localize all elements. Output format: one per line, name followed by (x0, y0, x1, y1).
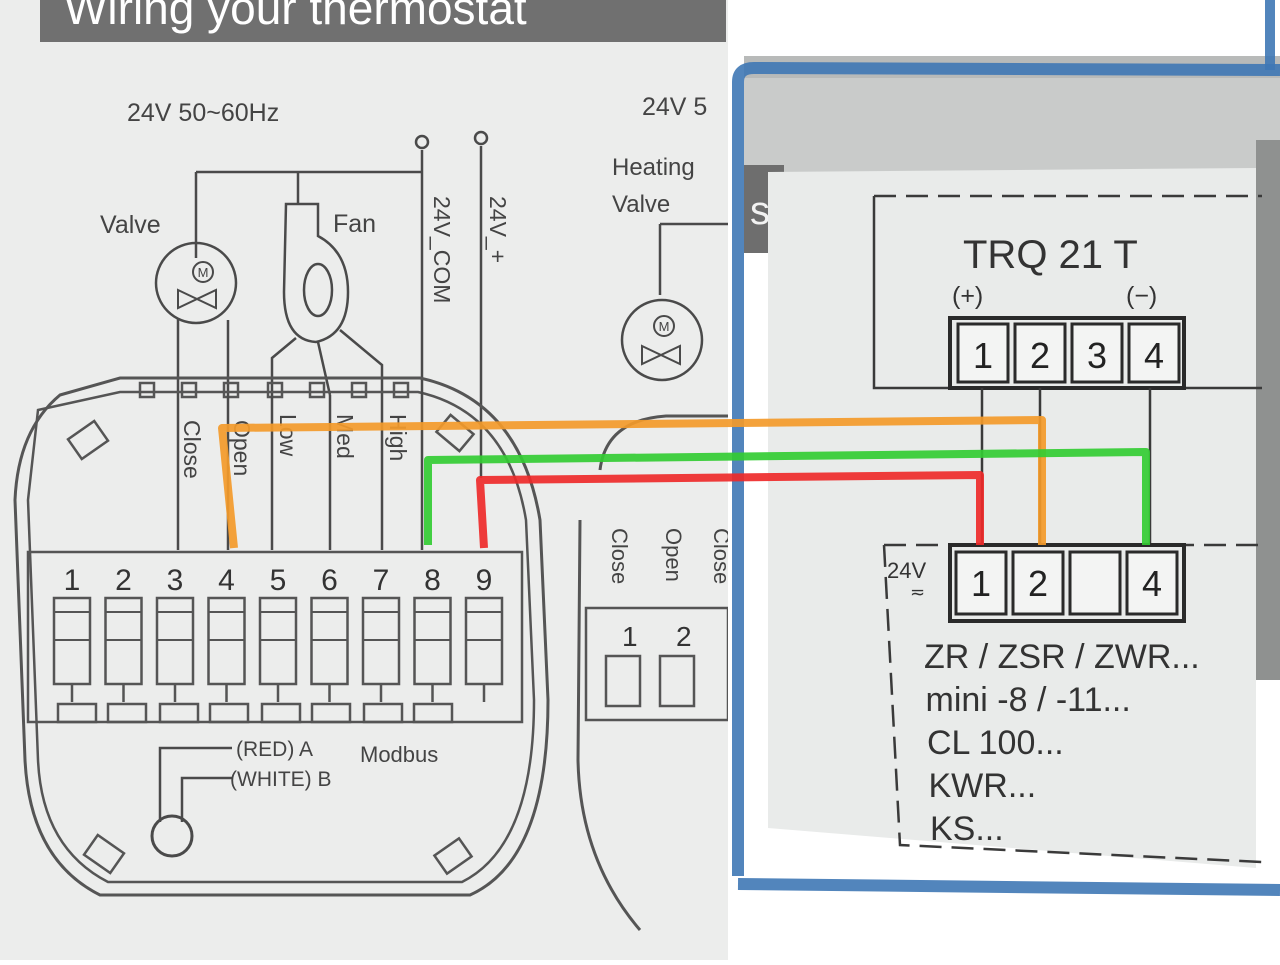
trq-terminal-number-1: 1 (973, 335, 993, 376)
orange-jumper-wire (218, 416, 1046, 549)
trq-terminal-box-3 (1070, 322, 1124, 384)
top-terminal-slots (138, 381, 410, 399)
modbus-connector-icon (150, 814, 194, 858)
heating-valve-label-line2: Valve (612, 191, 670, 218)
trq-terminal-box-1 (956, 322, 1010, 384)
thermostat-housing-outline (13, 376, 550, 897)
terminal-number-6: 6 (321, 564, 338, 597)
device-list-item: KS... (930, 810, 1004, 848)
housing-clip-bottom-left (82, 833, 126, 875)
fan-icon (282, 202, 350, 344)
actuator-terminal-box-2 (1011, 550, 1065, 616)
left-terminal-strip: 1 2 3 4 5 6 7 8 9 (52, 564, 504, 702)
actuator-terminal-box-1 (954, 550, 1008, 616)
heating-valve-label-line1: Heating (612, 154, 695, 181)
terminal-name-close: Close (179, 420, 205, 479)
valve-bowtie-icon (177, 288, 217, 310)
compatible-device-list: ZR / ZSR / ZWR... mini -8 / -11... CL 100.… (924, 638, 1200, 848)
supply-voltage-label: 24V 50~60Hz (127, 99, 279, 127)
terminal-number-4: 4 (218, 564, 235, 597)
com-supply-label: 24V_COM (429, 196, 455, 303)
second-terminal-number-2: 2 (676, 621, 692, 652)
trq-terminal-frame (948, 316, 1186, 390)
com-terminal-post (414, 134, 430, 150)
modbus-red-label: (RED) A (236, 738, 313, 761)
actuator-terminal-box-3 (1068, 550, 1122, 616)
device-list-item: ZR / ZSR / ZWR... (924, 638, 1200, 676)
heating-motor-symbol-circle (653, 315, 675, 337)
actuator-terminal-number-1: 1 (971, 563, 991, 604)
second-terminal-name-close: Close (607, 528, 632, 584)
terminal-name-high: High (385, 414, 411, 461)
actuator-supply-label: 24V (887, 558, 926, 583)
motor-symbol-circle (192, 261, 214, 283)
housing-clip-top-left (66, 419, 110, 461)
photo-tab-letter: s (750, 189, 770, 233)
header-title: Wiring your thermostat (64, 0, 527, 34)
terminal-number-2: 2 (115, 564, 132, 597)
trq-terminal-box-4 (1127, 322, 1181, 384)
header-banner (40, 0, 726, 42)
device-list-item: mini -8 / -11... (926, 681, 1131, 719)
terminal-name-low: Low (275, 414, 301, 457)
terminal-block-feet (56, 702, 454, 724)
actuator-terminal-number-2: 2 (1028, 563, 1048, 604)
modbus-label: Modbus (360, 742, 438, 767)
modbus-white-label: (WHITE) B (230, 768, 331, 791)
device-list-item: CL 100... (927, 724, 1064, 762)
terminal-number-5: 5 (270, 564, 287, 597)
actuator-supply-symbol: ≂ (910, 582, 925, 602)
terminal-number-9: 9 (476, 564, 493, 597)
actuator-terminal-box-4 (1125, 550, 1179, 616)
fan-label: Fan (333, 210, 376, 238)
valve-motor-icon (154, 241, 238, 325)
terminal-number-7: 7 (373, 564, 390, 597)
device-model-label: TRQ 21 T (963, 233, 1138, 277)
heating-valve-motor-icon (620, 298, 704, 382)
second-terminal-screw-1 (604, 654, 642, 708)
plus-supply-label: 24V_+ (485, 196, 511, 263)
modbus-wires (158, 746, 232, 822)
trq-terminal-box-2 (1013, 322, 1067, 384)
polarity-plus-label: (+) (952, 282, 983, 310)
device-frame-left (872, 196, 958, 390)
device-list-item: KWR... (929, 767, 1037, 805)
actuator-terminal-frame (948, 543, 1186, 623)
second-supply-label: 24V 5 (642, 93, 707, 121)
second-terminal-name-open: Open (661, 528, 686, 582)
actuator-frame-sides (882, 544, 1263, 864)
polarity-minus-label: (−) (1126, 282, 1157, 310)
photo-shadow-band (744, 78, 1280, 178)
blue-highlight-frame-left (732, 61, 1280, 876)
heating-motor-symbol: M (659, 319, 670, 334)
green-jumper-wire (424, 448, 1150, 545)
trq-terminal-number-4: 4 (1144, 335, 1164, 376)
terminal-name-med: Med (332, 414, 358, 459)
heating-valve-bowtie-icon (641, 344, 681, 366)
trq-terminal-number-3: 3 (1087, 335, 1107, 376)
second-terminal-screw-2 (658, 654, 696, 708)
housing-clip-bottom-right (432, 836, 474, 876)
plus-terminal-post (473, 130, 489, 146)
actuator-terminal-number-4: 4 (1142, 563, 1162, 604)
terminal-number-1: 1 (64, 564, 81, 597)
blue-highlight-frame-bottom (737, 878, 1280, 896)
red-jumper-wire (476, 471, 984, 549)
second-terminal-number-1: 1 (622, 621, 638, 652)
trq-terminal-number-2: 2 (1030, 335, 1050, 376)
fan-rotor-icon (302, 262, 334, 318)
photo-right-edge-shadow (1256, 140, 1280, 680)
terminal-number-8: 8 (424, 564, 441, 597)
terminal-number-3: 3 (167, 564, 184, 597)
valve-motor-symbol: M (198, 265, 209, 280)
valve-label: Valve (100, 211, 161, 239)
